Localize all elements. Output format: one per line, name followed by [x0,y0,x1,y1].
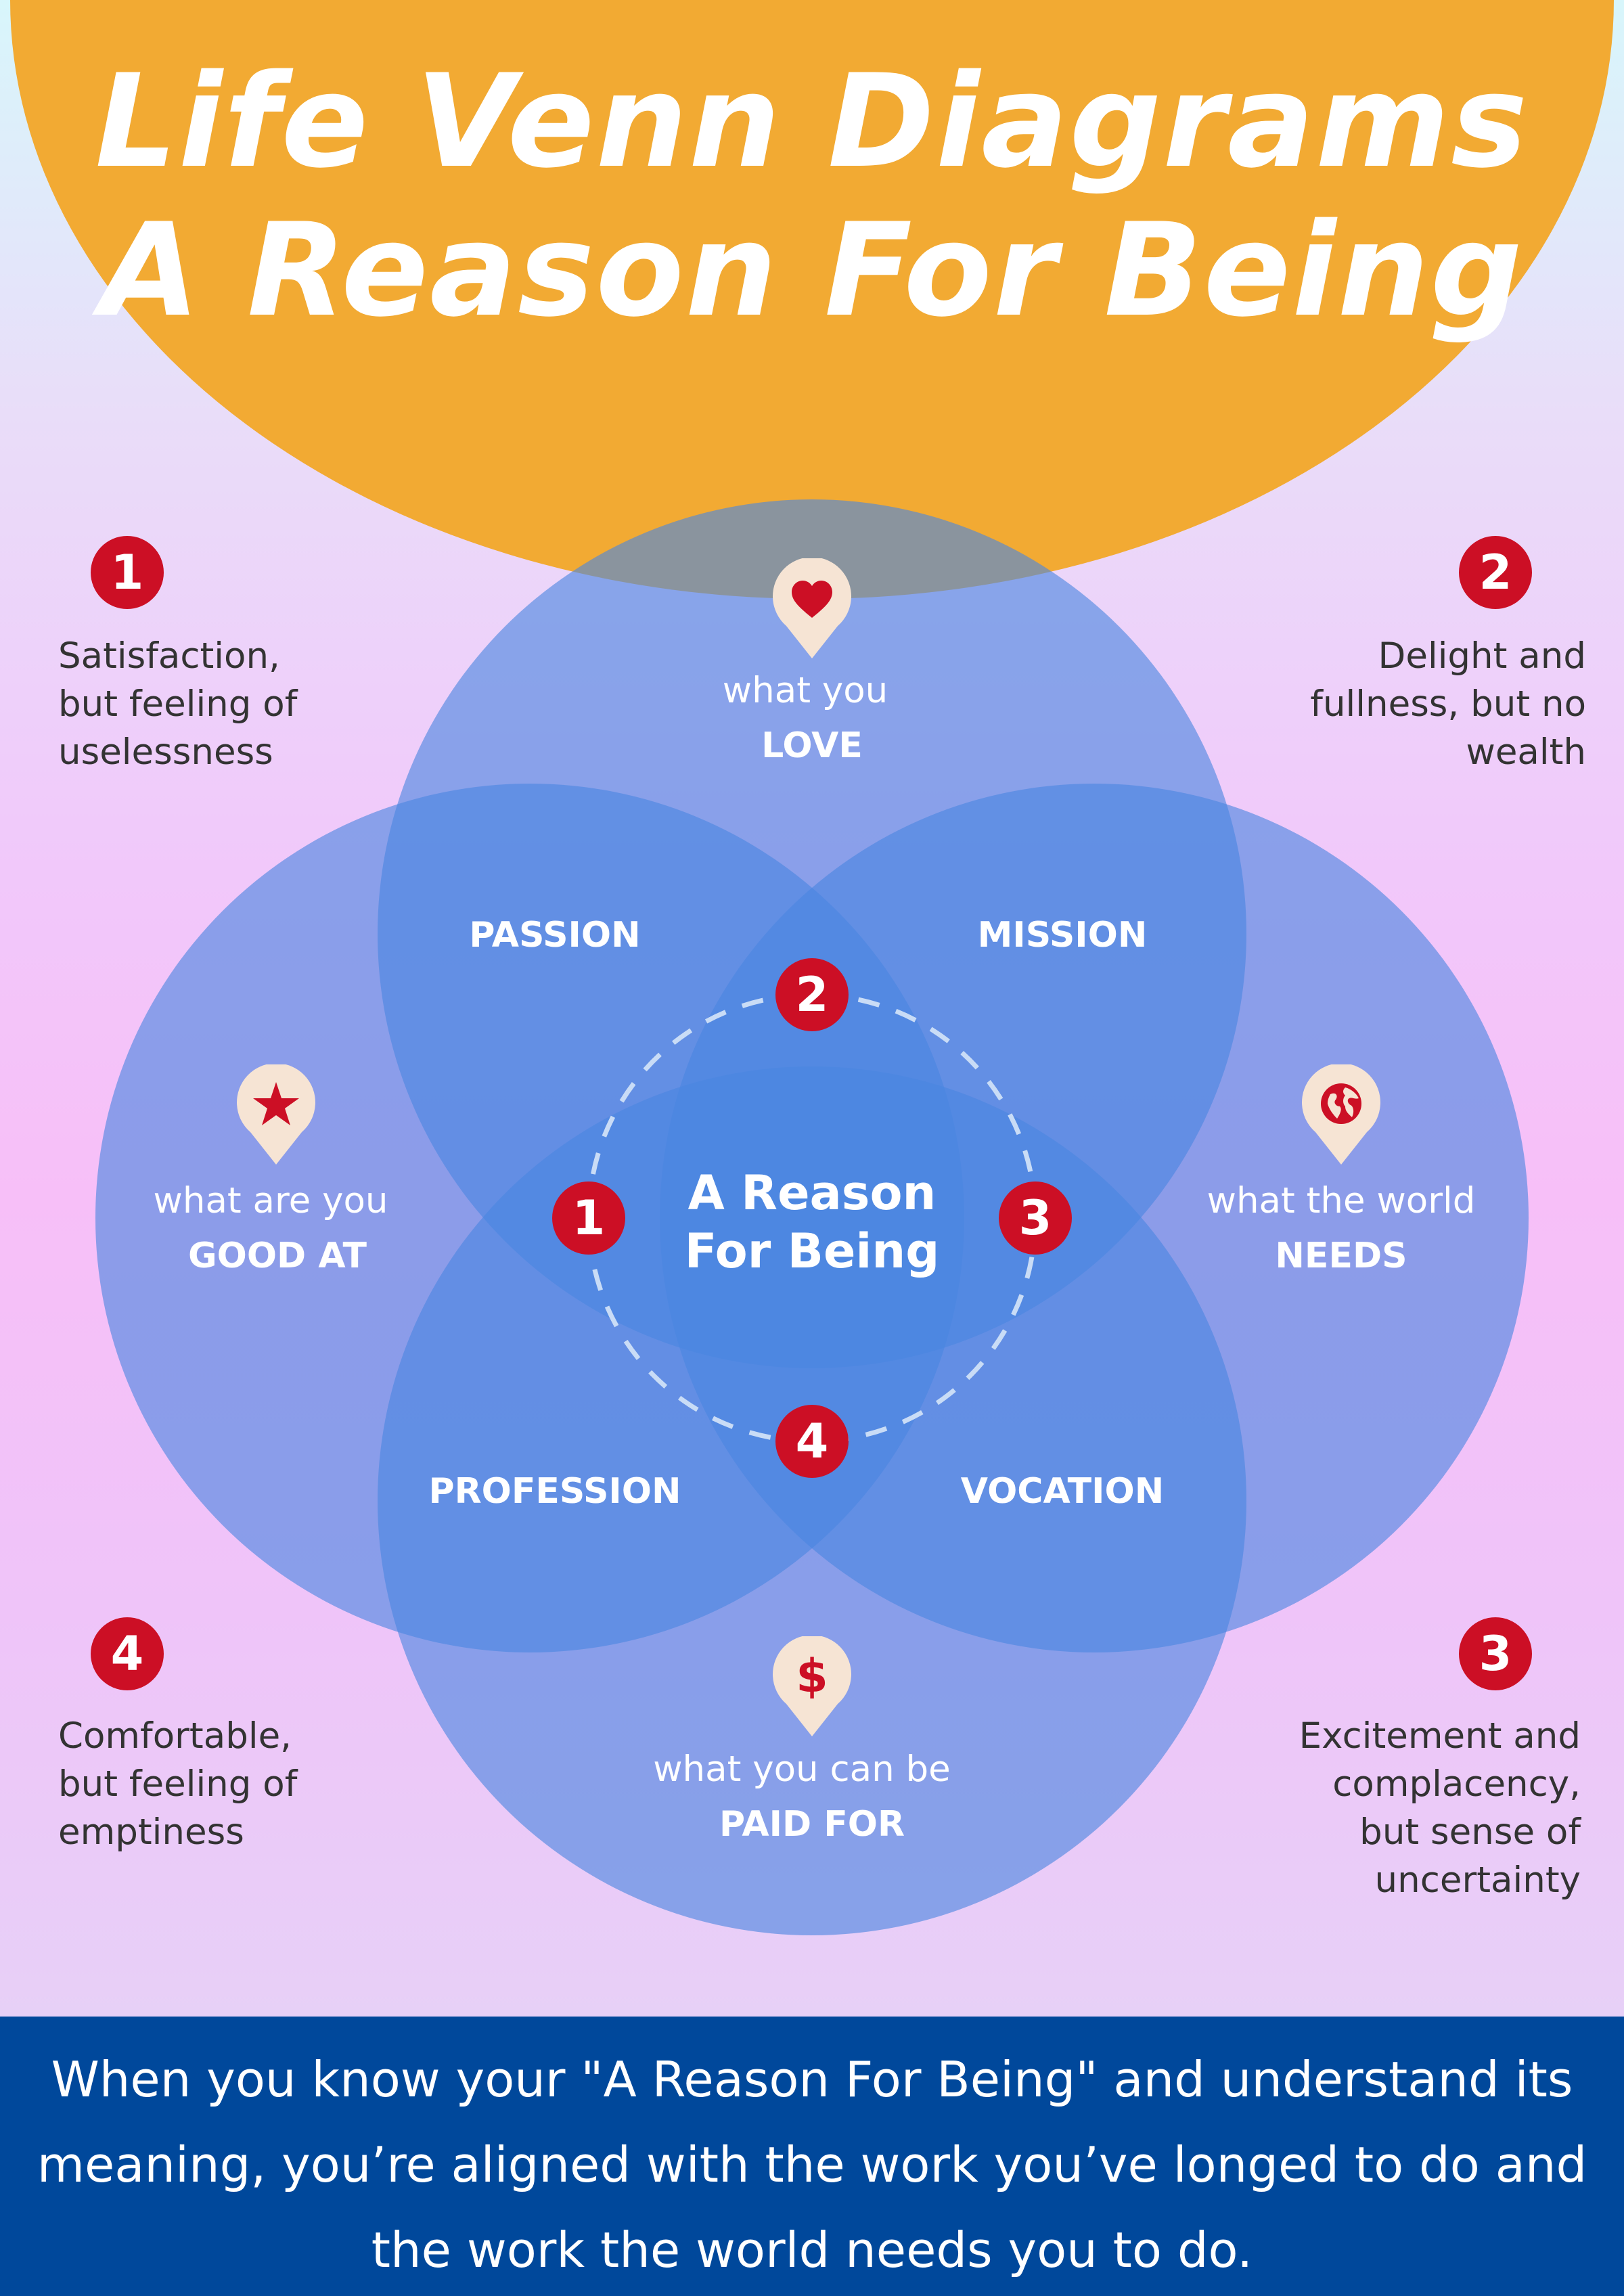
center-title-line-2: For Being [684,1223,940,1279]
love-caption: what you [722,670,888,711]
globe-icon [1321,1083,1361,1124]
star-icon [253,1082,299,1125]
good-at-label: GOOD AT [187,1236,367,1276]
paid-for-label: PAID FOR [719,1804,905,1845]
profession-label: PROFESSION [428,1471,681,1512]
love-label: LOVE [761,725,863,766]
pin-shape [773,1636,851,1736]
note-text-4: Comfortable, but feeling of emptiness [58,1712,410,1856]
note-1-line: Satisfaction, [58,635,280,677]
title-line-1: Life Venn Diagrams [95,47,1529,196]
title-line-2: A Reason For Being [100,196,1524,345]
good-at-caption: what are you [153,1180,388,1221]
dollar-icon: $ [796,1650,828,1703]
note-badge-2: 2 [1459,536,1532,609]
note-4-line: Comfortable, [58,1715,292,1757]
note-2-line: Delight and [1378,635,1586,677]
note-1-line: but feeling of [58,683,298,725]
globe-pin [1302,1064,1380,1165]
center-badge-4: 4 [775,1405,849,1478]
star-pin [237,1064,315,1165]
paid-for-caption: what you can be [653,1749,951,1790]
center-title-line-1: A Reason [687,1165,937,1221]
needs-caption: what the world [1206,1180,1476,1221]
note-4-line: emptiness [58,1811,244,1853]
vocation-label: VOCATION [960,1471,1165,1512]
note-text-1: Satisfaction, but feeling of uselessness [58,632,410,776]
note-badge-1: 1 [91,536,164,609]
center-title: A Reason For Being [643,1164,981,1280]
circle-paid-for [378,1066,1246,1935]
footer-text: When you know your "A Reason For Being" … [37,2051,1587,2278]
note-text-2: Delight and fullness, but no wealth [1191,632,1586,776]
note-text-3: Excitement and complacency, but sense of… [1164,1712,1581,1904]
note-3-line: but sense of [1359,1811,1581,1853]
note-3-line: uncertainty [1374,1860,1581,1901]
note-1-line: uselessness [58,731,273,773]
sun-ellipse [10,0,1614,599]
note-3-line: complacency, [1332,1763,1581,1805]
note-3-line: Excitement and [1299,1715,1581,1757]
center-badge-1: 1 [552,1181,625,1255]
dollar-pin: $ [773,1636,851,1736]
mission-label: MISSION [977,915,1148,955]
note-badge-4: 4 [91,1617,164,1690]
center-badge-2: 2 [775,958,849,1031]
heart-icon [792,581,832,618]
note-4-line: but feeling of [58,1763,298,1805]
center-badge-3: 3 [999,1181,1072,1255]
note-badge-3: 3 [1459,1617,1532,1690]
needs-label: NEEDS [1275,1236,1407,1276]
note-2-line: wealth [1466,731,1586,773]
heart-pin [773,558,851,658]
footer-banner: When you know your "A Reason For Being" … [0,2017,1624,2296]
note-2-line: fullness, but no [1310,683,1586,725]
sun-shape [10,0,1614,599]
passion-label: PASSION [469,915,641,955]
